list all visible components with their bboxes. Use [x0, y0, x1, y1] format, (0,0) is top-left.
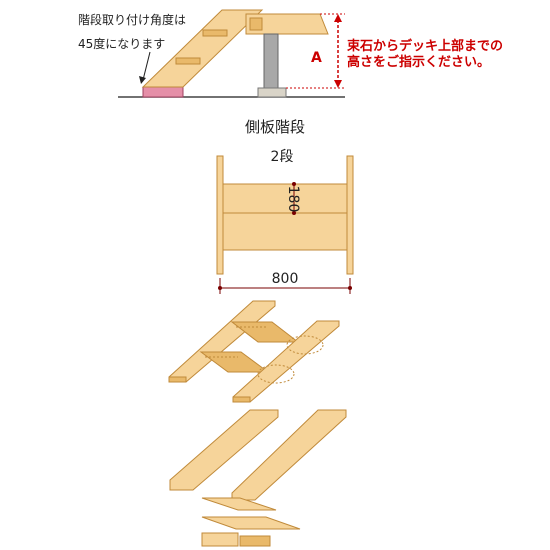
right-side-board	[346, 155, 354, 275]
dimension-marker-a: A	[311, 50, 322, 66]
height-dim-dot-top	[292, 182, 296, 186]
loose-tread-2	[201, 516, 301, 530]
exploded-treads	[201, 497, 301, 547]
height-dimension-label: 180	[285, 186, 301, 213]
loose-tread-1	[201, 497, 277, 511]
front-view: 180 800	[216, 155, 354, 294]
loose-tread-3	[201, 532, 239, 547]
width-dim-dot-left	[218, 286, 222, 290]
loose-left-stringer	[169, 409, 279, 491]
height-arrow-down	[334, 80, 342, 88]
deck-beam-end	[249, 17, 263, 31]
width-dim-dot-right	[348, 286, 352, 290]
iso-hidden-joint-upper	[286, 335, 324, 355]
foundation-stone	[257, 87, 287, 98]
base-pad	[142, 86, 184, 98]
note-pointer-line	[142, 51, 151, 81]
width-dimension-label: 800	[272, 271, 299, 287]
step-panel	[222, 183, 348, 251]
installation-overview: 階段取り付け角度は 45度になります A 束石からデッキ上部までの 高さをご指示…	[78, 9, 503, 98]
stair-stringer-side	[141, 9, 264, 88]
instruction-line2: 高さをご指示ください。	[347, 54, 490, 70]
iso-left-stringer-end	[168, 376, 187, 383]
diagram-title: 側板階段	[245, 118, 305, 136]
assembled-isometric	[168, 300, 340, 403]
loose-tread-4	[239, 535, 271, 547]
angle-note-line2: 45度になります	[78, 36, 165, 51]
iso-hidden-joint-lower	[257, 364, 295, 384]
stair-tread	[202, 29, 228, 37]
deck-top	[245, 13, 329, 35]
iso-lower-tread	[199, 351, 270, 373]
deck-post	[263, 33, 279, 89]
stair-tread	[175, 57, 201, 65]
left-side-board	[216, 155, 224, 275]
height-dim-dot-bottom	[292, 211, 296, 215]
steps-count-label: 2段	[271, 149, 294, 165]
instruction-line1: 束石からデッキ上部までの	[347, 38, 503, 54]
height-arrow-up	[334, 14, 342, 22]
iso-right-stringer-end	[232, 396, 251, 403]
note-pointer-arrowhead	[139, 76, 146, 84]
exploded-stringers	[169, 409, 347, 501]
angle-note-line1: 階段取り付け角度は	[78, 12, 186, 27]
